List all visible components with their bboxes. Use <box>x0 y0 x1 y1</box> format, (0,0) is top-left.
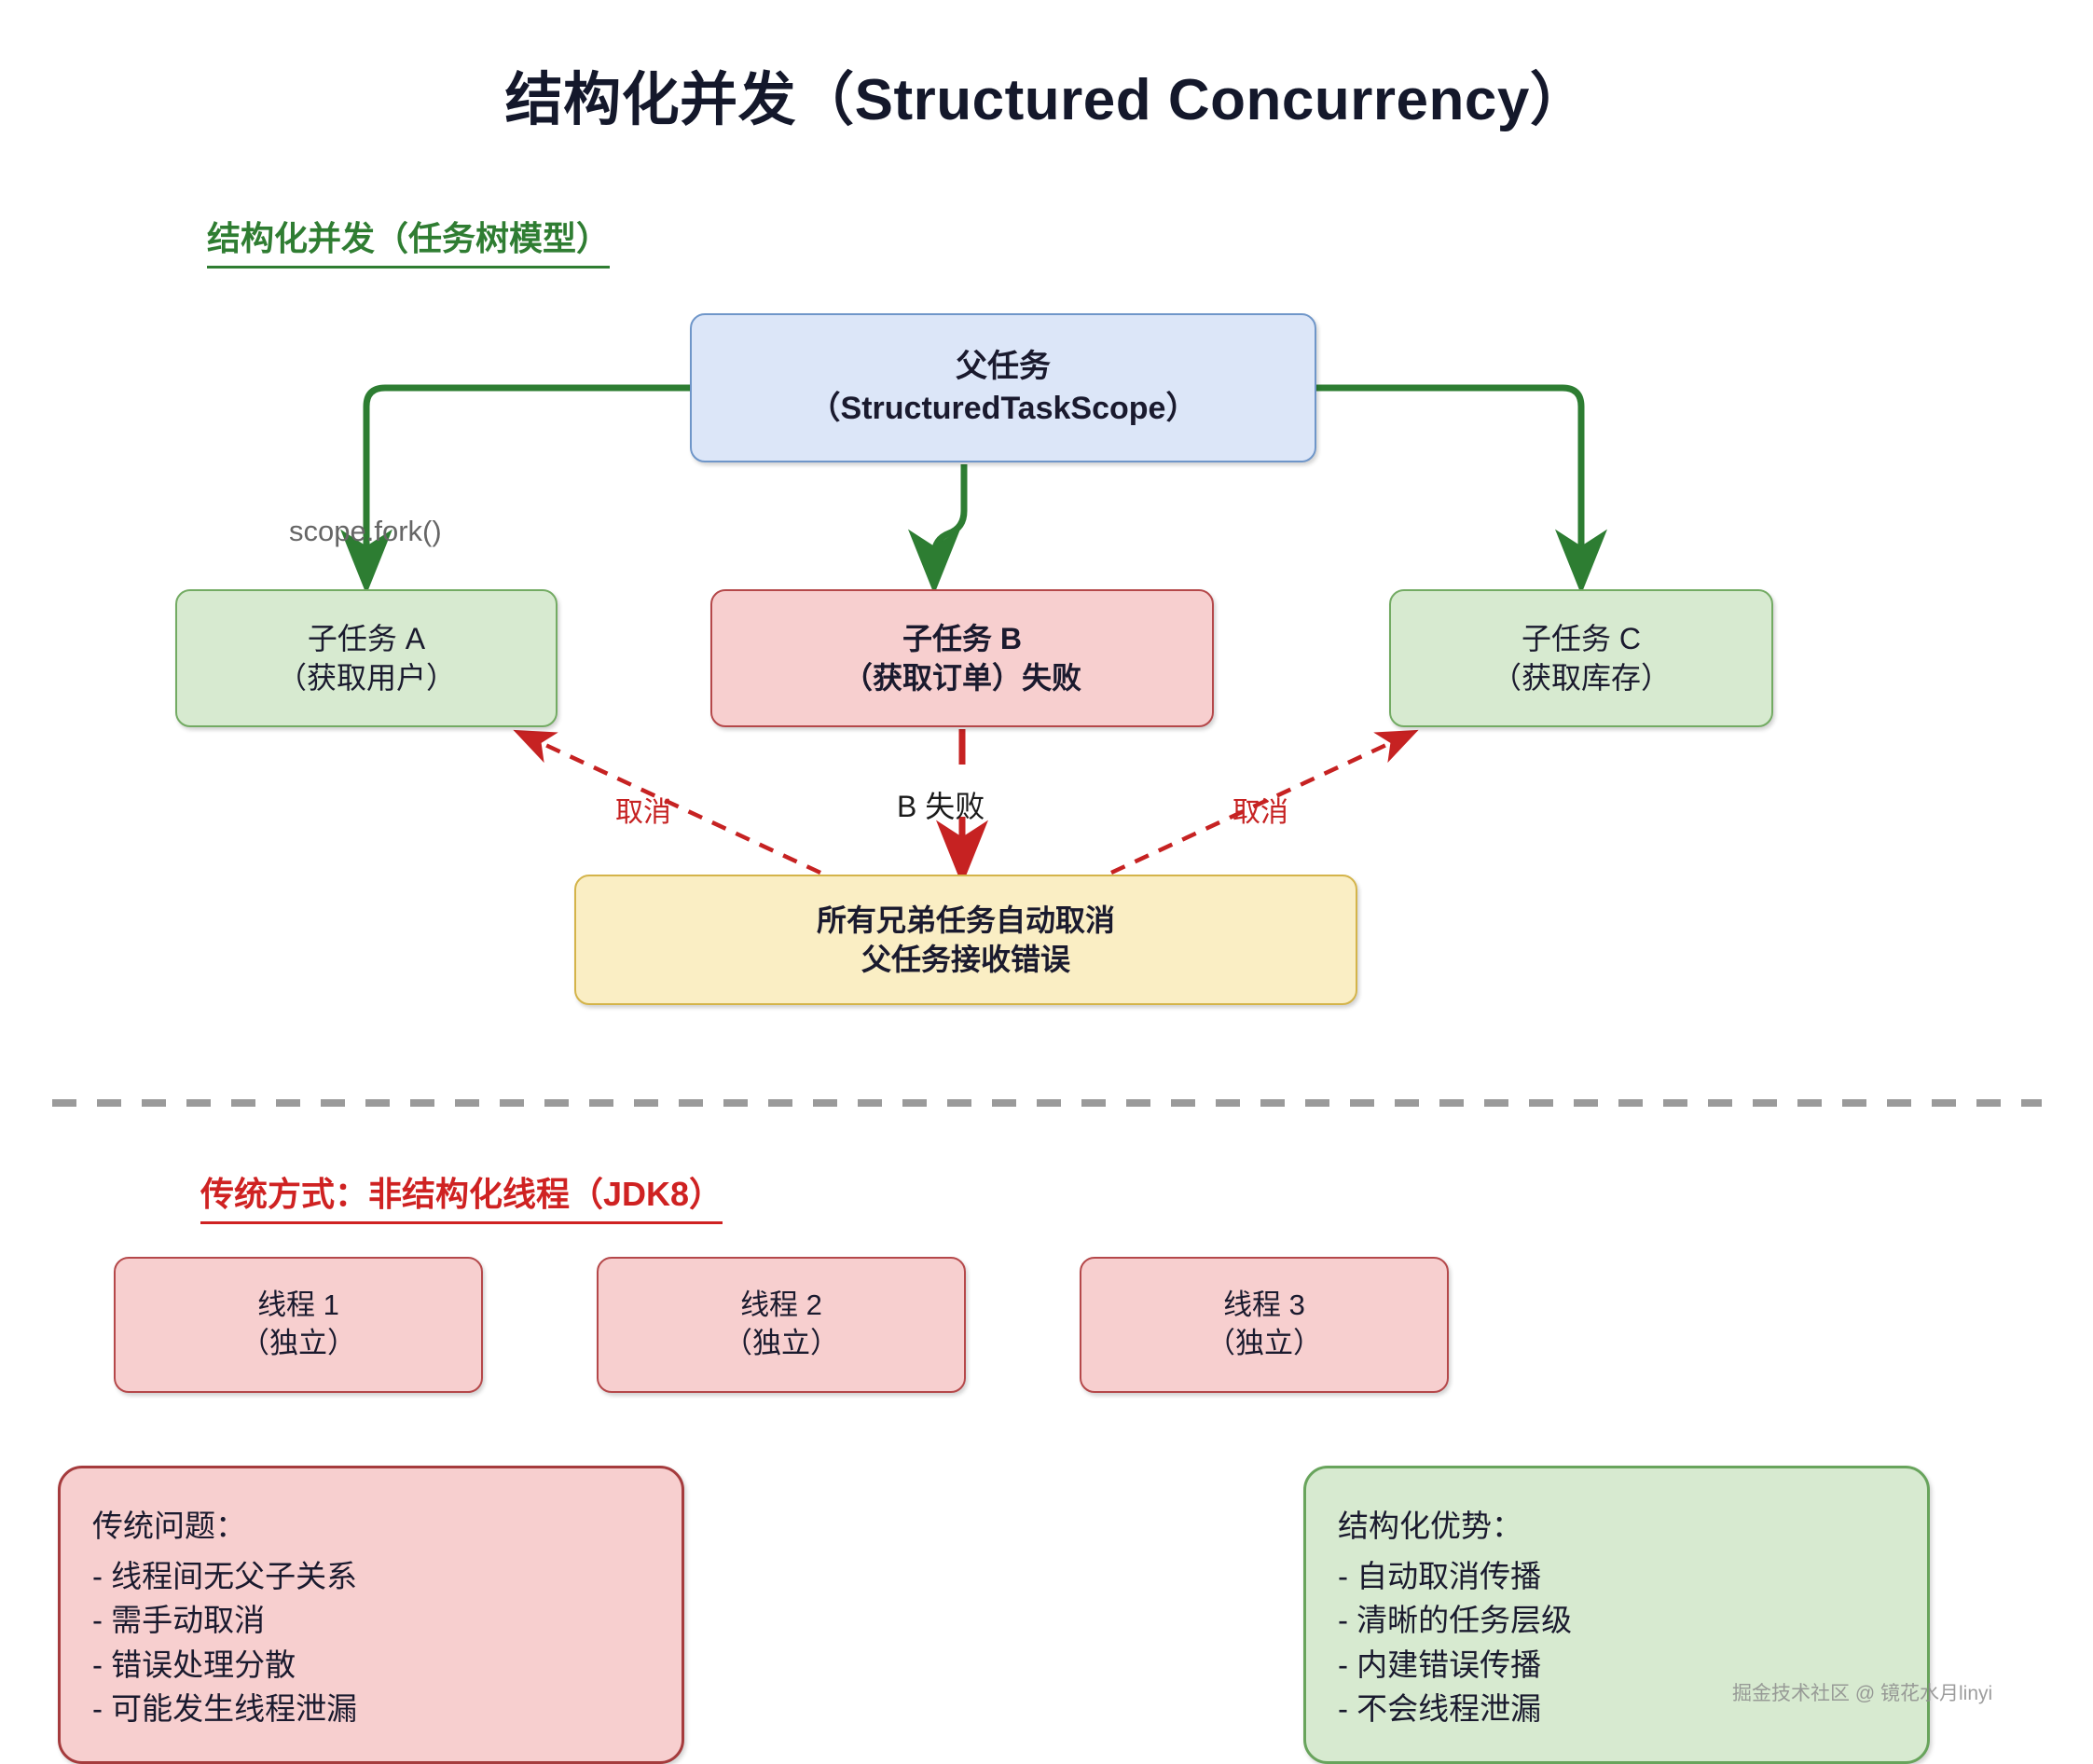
node-thread-1[interactable]: 线程 1 （独立） <box>114 1257 483 1393</box>
node-parent-task-line1: 父任务 <box>956 349 1051 385</box>
node-cancellation-result-line1: 所有兄弟任务自动取消 <box>816 903 1115 937</box>
node-child-task-a[interactable]: 子任务 A （获取用户） <box>175 589 558 727</box>
node-child-task-a-line1: 子任务 A <box>307 621 426 655</box>
panel-structured-advantages-title: 结构化优势： <box>1338 1509 1522 1543</box>
watermark: 掘金技术社区 @ 镜花水月linyi <box>1732 1683 1993 1704</box>
panel-structured-advantages-item-4: - 不会线程泄漏 <box>1338 1691 1542 1727</box>
panel-traditional-problems-item-3: - 错误处理分散 <box>92 1647 296 1682</box>
node-child-task-b-line1: 子任务 B <box>902 621 1022 655</box>
node-thread-2-line2: （独立） <box>723 1327 839 1359</box>
node-thread-3-line1: 线程 3 <box>1223 1289 1305 1322</box>
panel-traditional-problems-item-2: - 需手动取消 <box>92 1603 266 1638</box>
node-cancellation-result[interactable]: 所有兄弟任务自动取消 父任务接收错误 <box>574 875 1357 1005</box>
node-child-task-b-line2: （获取订单）失败 <box>842 661 1081 695</box>
panel-traditional-problems-title: 传统问题： <box>92 1509 246 1543</box>
edge-label-cancel-a: 取消 <box>615 797 671 828</box>
node-thread-1-line2: （独立） <box>241 1327 356 1359</box>
node-child-task-c-line2: （获取库存） <box>1491 661 1671 695</box>
panel-structured-advantages-item-1: - 自动取消传播 <box>1338 1558 1542 1593</box>
edge-cancel-a <box>513 729 821 875</box>
panel-traditional-problems-item-1: - 线程间无父子关系 <box>92 1558 358 1593</box>
panel-structured-advantages-item-3: - 内建错误传播 <box>1338 1647 1542 1682</box>
node-thread-2-line1: 线程 2 <box>740 1289 822 1322</box>
node-child-task-c[interactable]: 子任务 C （获取库存） <box>1389 589 1773 727</box>
edge-label-scope-fork: scope.fork() <box>289 515 442 547</box>
edge-label-b-failed: B 失败 <box>897 790 985 823</box>
node-parent-task-line2: （StructuredTaskScope） <box>808 391 1198 426</box>
edge-label-cancel-c: 取消 <box>1232 797 1288 828</box>
edge-cancel-c <box>1110 729 1419 875</box>
panel-traditional-problems-item-4: - 可能发生线程泄漏 <box>92 1691 358 1727</box>
node-thread-3[interactable]: 线程 3 （独立） <box>1080 1257 1449 1393</box>
edge-fork-a <box>340 384 690 595</box>
node-parent-task[interactable]: 父任务 （StructuredTaskScope） <box>690 313 1316 462</box>
node-child-task-b[interactable]: 子任务 B （获取订单）失败 <box>710 589 1214 727</box>
node-cancellation-result-line2: 父任务接收错误 <box>861 943 1070 976</box>
panel-structured-advantages-item-2: - 清晰的任务层级 <box>1338 1603 1573 1638</box>
edge-fork-b <box>908 464 968 595</box>
section-heading-legacy: 传统方式：非结构化线程（JDK8） <box>200 1167 723 1224</box>
node-thread-3-line2: （独立） <box>1206 1327 1322 1359</box>
page-title: 结构化并发（Structured Concurrency） <box>504 68 1589 132</box>
edge-fork-c <box>1316 384 1607 595</box>
section-heading-structured: 结构化并发（任务树模型） <box>207 212 611 269</box>
panel-structured-advantages[interactable]: 结构化优势： - 自动取消传播 - 清晰的任务层级 - 内建错误传播 - 不会线… <box>1303 1466 1930 1764</box>
node-child-task-c-line1: 子任务 C <box>1521 621 1641 655</box>
node-child-task-a-line2: （获取用户） <box>276 661 456 695</box>
panel-traditional-problems[interactable]: 传统问题： - 线程间无父子关系 - 需手动取消 - 错误处理分散 - 可能发生… <box>58 1466 684 1764</box>
node-thread-1-line1: 线程 1 <box>257 1289 339 1322</box>
node-thread-2[interactable]: 线程 2 （独立） <box>597 1257 966 1393</box>
